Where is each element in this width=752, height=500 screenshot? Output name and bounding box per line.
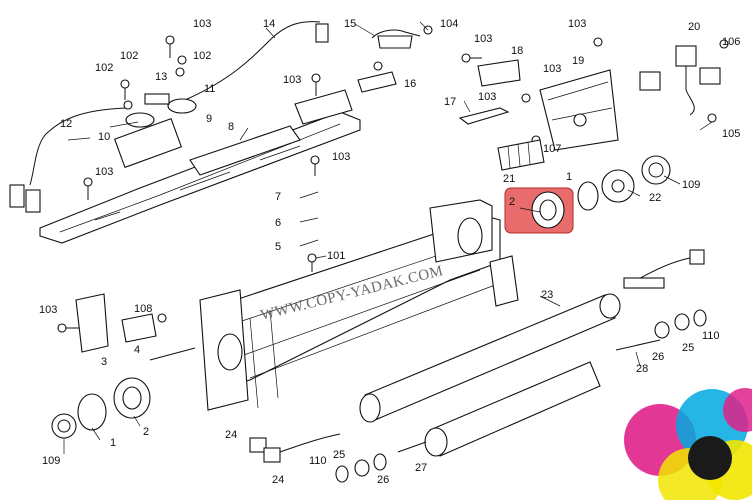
label-21: 21 bbox=[503, 173, 515, 185]
label-103: 103 bbox=[332, 151, 350, 163]
main-frame bbox=[199, 199, 519, 411]
label-6: 6 bbox=[275, 217, 281, 229]
label-27: 27 bbox=[415, 462, 427, 474]
washers-lower bbox=[335, 453, 387, 483]
label-103: 103 bbox=[478, 91, 496, 103]
label-10: 10 bbox=[98, 131, 110, 143]
harness-20 bbox=[639, 45, 721, 116]
label-23: 23 bbox=[541, 289, 553, 301]
label-105: 105 bbox=[722, 128, 740, 140]
label-2: 2 bbox=[143, 426, 149, 438]
washers-right bbox=[654, 309, 707, 339]
bracket-17 bbox=[458, 107, 510, 125]
bracket-103-left bbox=[75, 293, 109, 353]
bushing-1-right bbox=[577, 181, 599, 211]
label-2: 2 bbox=[509, 196, 515, 208]
label-9: 9 bbox=[206, 113, 212, 125]
plate-18 bbox=[477, 59, 521, 87]
connector-21 bbox=[497, 139, 545, 171]
label-24: 24 bbox=[225, 429, 237, 441]
label-102: 102 bbox=[120, 50, 138, 62]
label-18: 18 bbox=[511, 45, 523, 57]
label-11: 11 bbox=[204, 83, 215, 95]
label-28: 28 bbox=[636, 363, 648, 375]
label-103: 103 bbox=[474, 33, 492, 45]
label-107: 107 bbox=[543, 143, 561, 155]
label-4: 4 bbox=[134, 344, 140, 356]
harness-24-lower bbox=[249, 433, 341, 463]
harness-14 bbox=[184, 21, 329, 101]
color-circles-logo bbox=[624, 388, 752, 500]
label-5: 5 bbox=[275, 241, 281, 253]
harness-12 bbox=[9, 107, 126, 213]
gear-22 bbox=[601, 169, 635, 203]
label-7: 7 bbox=[275, 191, 281, 203]
label-106: 106 bbox=[722, 36, 740, 48]
label-25: 25 bbox=[333, 449, 345, 461]
roller-23 bbox=[359, 293, 621, 423]
label-1: 1 bbox=[110, 437, 116, 449]
label-101: 101 bbox=[327, 250, 345, 262]
shaft-28 bbox=[615, 339, 661, 351]
label-1: 1 bbox=[566, 171, 572, 183]
label-110: 110 bbox=[702, 330, 720, 342]
label-104: 104 bbox=[440, 18, 458, 30]
bushing-2-left bbox=[113, 377, 151, 419]
label-26: 26 bbox=[377, 474, 389, 486]
label-26: 26 bbox=[652, 351, 664, 363]
harness-24-upper bbox=[623, 249, 705, 289]
label-3: 3 bbox=[101, 356, 107, 368]
bracket-4 bbox=[121, 313, 157, 343]
label-103: 103 bbox=[283, 74, 301, 86]
label-109: 109 bbox=[42, 455, 60, 467]
label-103: 103 bbox=[39, 304, 57, 316]
label-24: 24 bbox=[272, 474, 284, 486]
bracket-8 bbox=[39, 89, 361, 244]
bracket-16 bbox=[357, 61, 397, 93]
label-103: 103 bbox=[193, 18, 211, 30]
label-8: 8 bbox=[228, 121, 234, 133]
label-103: 103 bbox=[95, 166, 113, 178]
bushing-1-left bbox=[77, 393, 107, 431]
label-12: 12 bbox=[60, 118, 72, 130]
screws-top bbox=[57, 25, 729, 333]
label-103: 103 bbox=[568, 18, 586, 30]
label-19: 19 bbox=[572, 55, 584, 67]
label-110: 110 bbox=[309, 455, 327, 467]
highlighted-bushing-2 bbox=[504, 187, 574, 234]
frame-19 bbox=[539, 69, 619, 151]
label-22: 22 bbox=[649, 192, 661, 204]
leader-lines bbox=[63, 21, 713, 454]
sensor-15 bbox=[371, 29, 421, 49]
label-15: 15 bbox=[344, 18, 356, 30]
label-108: 108 bbox=[134, 303, 152, 315]
label-103: 103 bbox=[543, 63, 561, 75]
label-17: 17 bbox=[444, 96, 456, 108]
label-109: 109 bbox=[682, 179, 700, 191]
snap-ring-109-left bbox=[51, 413, 77, 439]
label-16: 16 bbox=[404, 78, 416, 90]
label-13: 13 bbox=[155, 71, 167, 83]
sensor-parts-10-11-13 bbox=[123, 67, 197, 128]
label-102: 102 bbox=[193, 50, 211, 62]
label-25: 25 bbox=[682, 342, 694, 354]
snap-ring-109-right bbox=[641, 155, 671, 185]
label-20: 20 bbox=[688, 21, 700, 33]
roller-27 bbox=[397, 361, 601, 457]
callout-labels: 103 14 15 104 102 102 102 13 11 9 12 10 … bbox=[39, 18, 740, 486]
label-14: 14 bbox=[263, 18, 275, 30]
shaft-left bbox=[149, 347, 196, 361]
label-102: 102 bbox=[95, 62, 113, 74]
